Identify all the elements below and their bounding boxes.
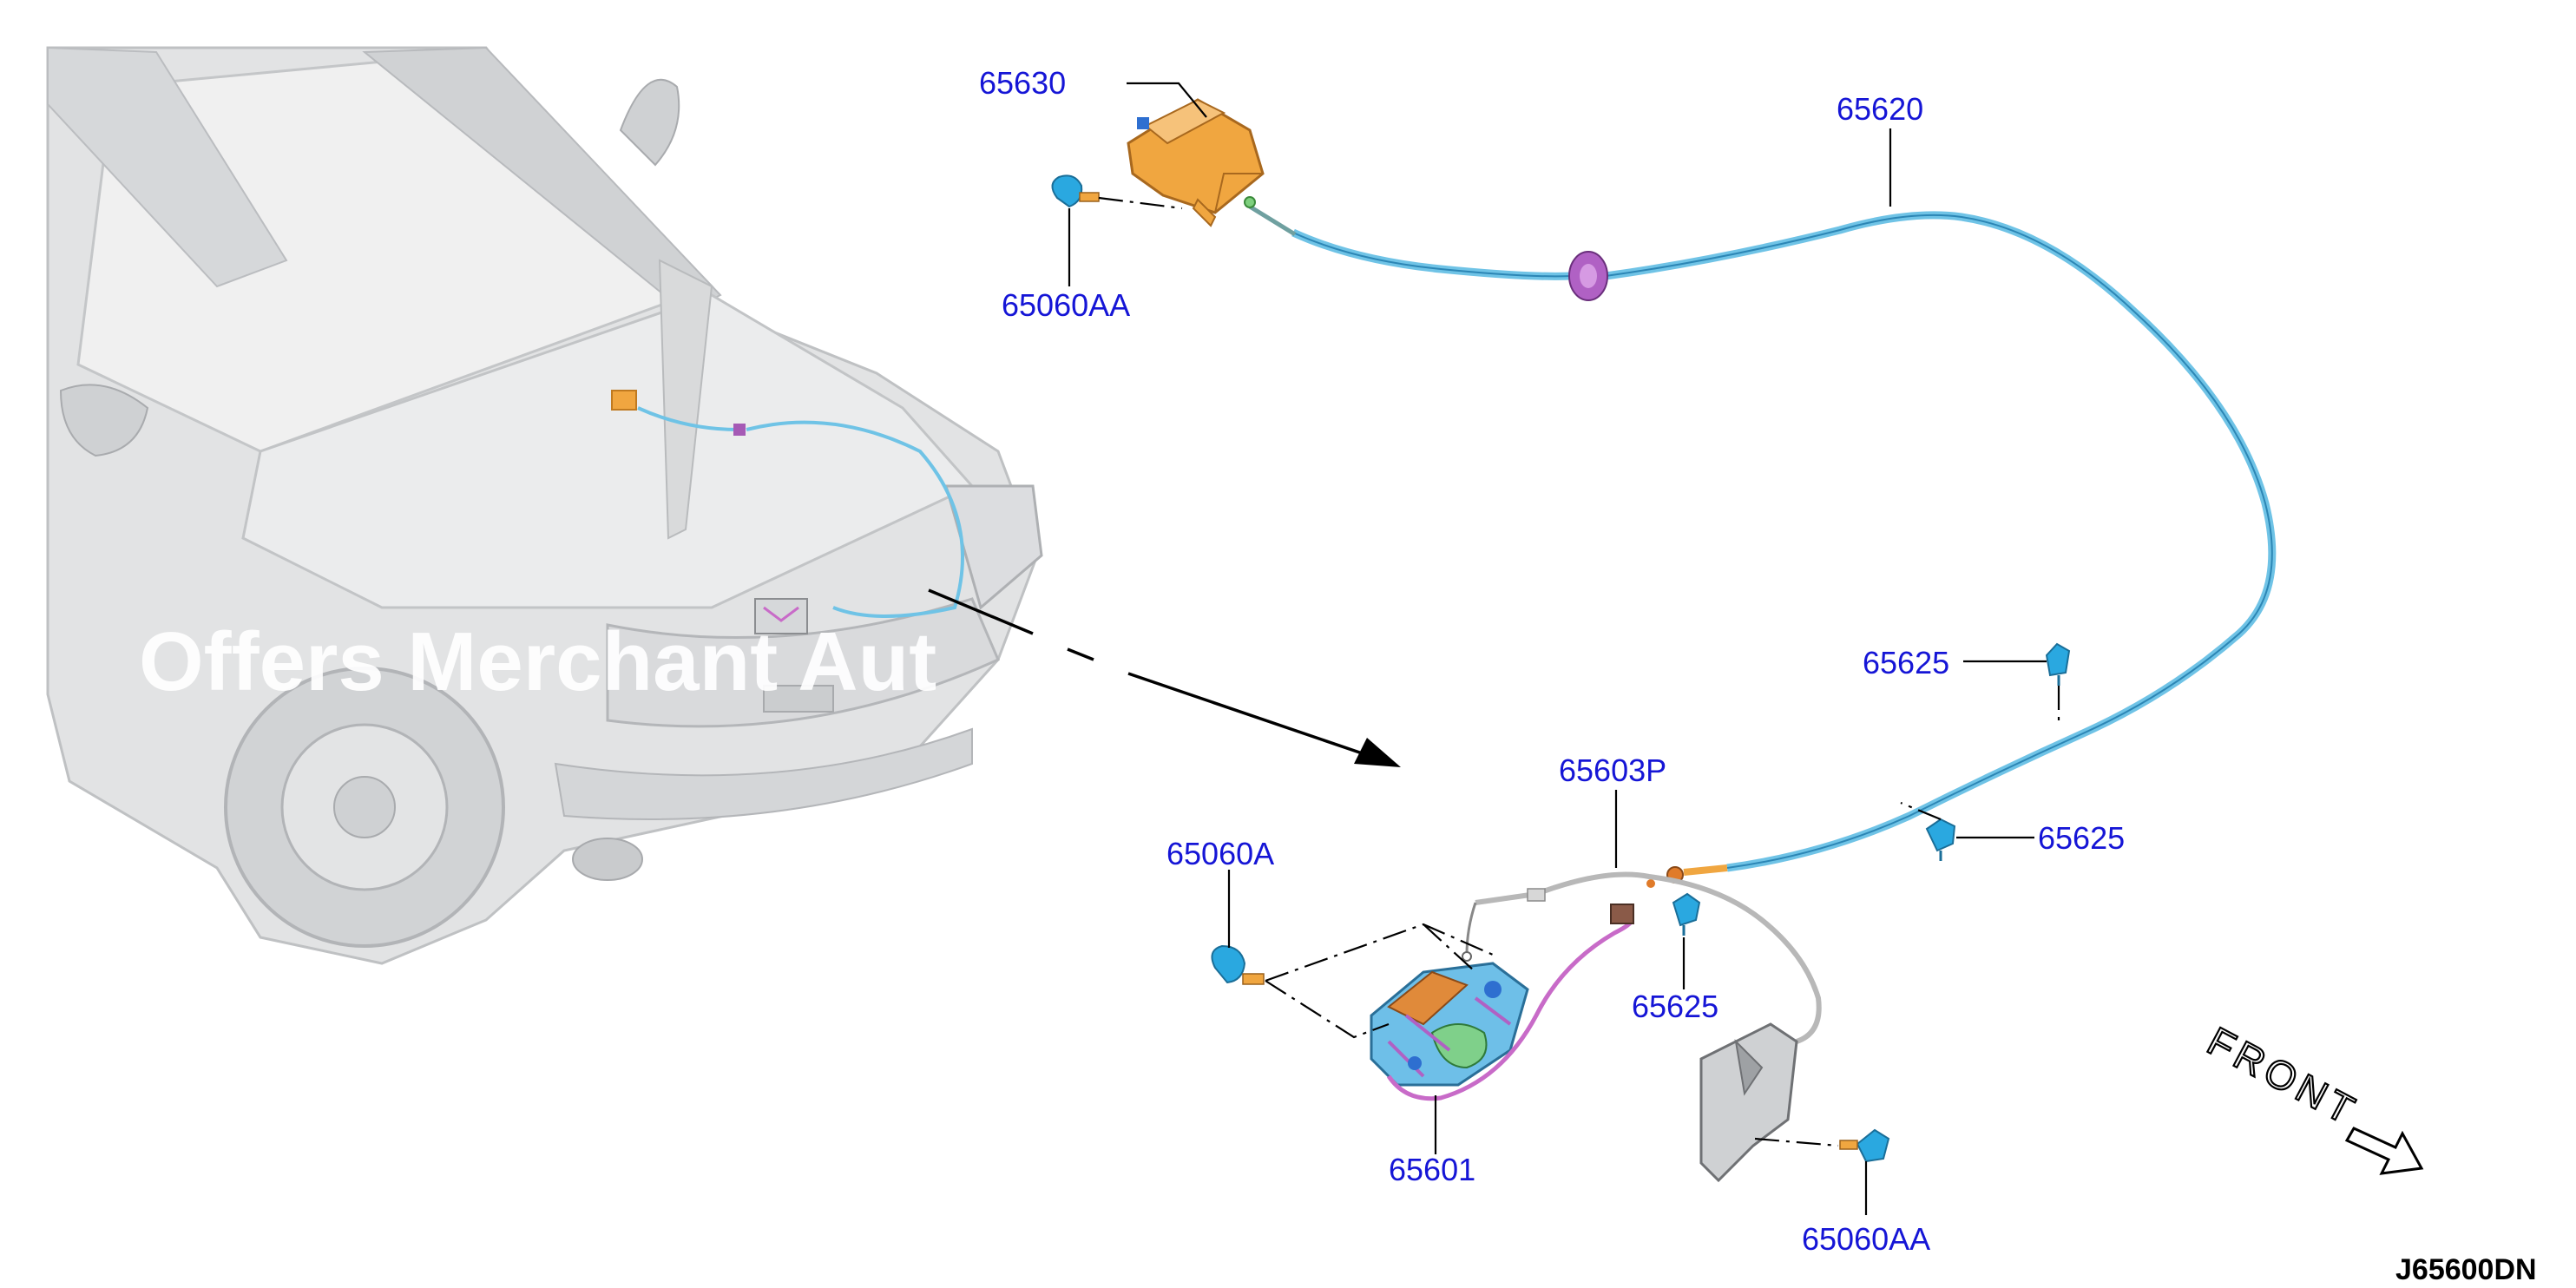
callout-65625-low: 65625	[1632, 989, 1718, 1024]
front-arrow-icon	[2344, 1127, 2424, 1175]
detail-arrow	[928, 588, 1401, 767]
callout-65060AA-top: 65060AA	[1002, 287, 1130, 323]
hood-lock-handle-65630	[1127, 98, 1265, 227]
callout-65060AA-bottom: 65060AA	[1802, 1221, 1930, 1257]
assembly-indicator-lines	[1098, 196, 2060, 1147]
hood-lock-control-cable-65603P	[1462, 871, 1822, 1183]
vehicle-overview-illustration	[46, 46, 1043, 965]
watermark-text: Offers Merchant Aut	[139, 615, 936, 708]
callout-65625-mid: 65625	[1863, 645, 1949, 680]
hood-lock-assembly-65601	[1370, 904, 1634, 1101]
hood-release-cable-65620	[1244, 196, 2277, 888]
callout-65601: 65601	[1389, 1152, 1475, 1187]
bolt-65060AA-top	[1051, 174, 1100, 208]
diagram-code: J65600DN	[2395, 1253, 2537, 1286]
clip-65625-low	[1672, 892, 1701, 936]
callout-65060A: 65060A	[1166, 836, 1274, 871]
bolt-65060A	[1211, 944, 1265, 985]
front-label: FRONT	[2200, 1018, 2366, 1134]
bolt-65060AA-bottom	[1839, 1128, 1890, 1163]
callout-65603P: 65603P	[1559, 752, 1666, 788]
clip-65625-mid	[2045, 642, 2071, 686]
callout-leader-lines	[1068, 82, 2047, 1215]
callout-65620: 65620	[1837, 91, 1923, 127]
callout-65625-right: 65625	[2038, 820, 2125, 856]
clip-65625-right	[1925, 818, 1956, 861]
front-direction-indicator: FRONT	[2199, 1017, 2424, 1175]
callout-65630: 65630	[979, 65, 1066, 101]
